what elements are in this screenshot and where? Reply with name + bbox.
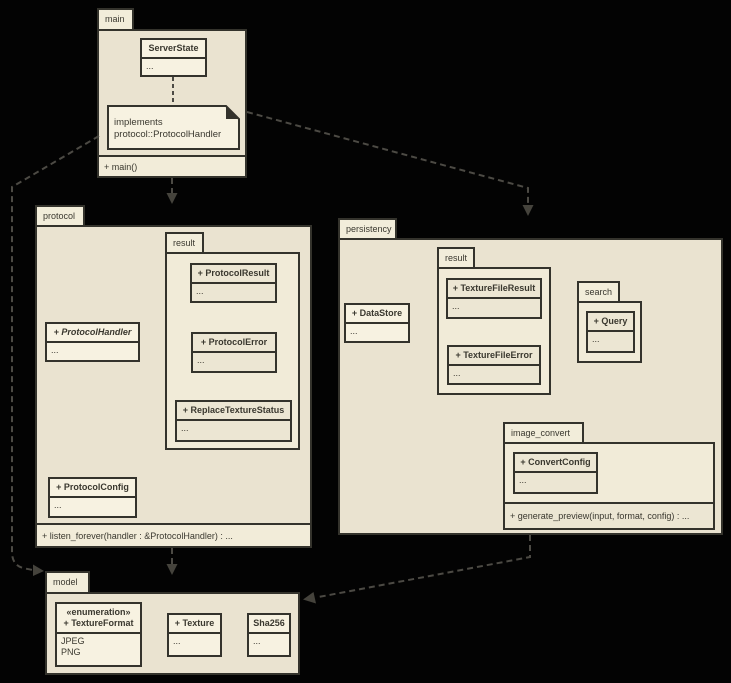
class-sha256-body: ... xyxy=(253,636,261,646)
package-image-convert-label: image_convert xyxy=(511,428,571,438)
class-replacetexturestatus-title: + ReplaceTextureStatus xyxy=(177,402,290,421)
class-texturefileresult-title: + TextureFileResult xyxy=(448,280,540,299)
class-query-body: ... xyxy=(592,334,600,344)
class-sha256-title: Sha256 xyxy=(249,615,289,634)
arrowhead-protocol-to-model-icon xyxy=(166,564,178,575)
class-textureformat-body: JPEG PNG xyxy=(57,634,140,665)
package-persistency-result-label: result xyxy=(445,253,468,263)
class-protocolerror: + ProtocolError ... xyxy=(191,332,277,373)
note-shape-icon xyxy=(107,105,240,150)
class-texture: + Texture ... xyxy=(167,613,222,657)
arrowhead-main-to-protocol-icon xyxy=(166,193,178,204)
enum-value-jpeg: JPEG xyxy=(61,636,85,646)
class-query-title: + Query xyxy=(588,313,633,332)
class-datastore-title: + DataStore xyxy=(346,305,408,324)
class-protocolconfig-title: + ProtocolConfig xyxy=(50,479,135,498)
arrow-main-to-persistency xyxy=(246,111,529,205)
class-texture-title: + Texture xyxy=(169,615,220,634)
class-serverstate-title: ServerState xyxy=(142,40,205,59)
class-texturefileerror: + TextureFileError ... xyxy=(447,345,541,385)
package-image-convert-tab: image_convert xyxy=(503,422,584,444)
class-texturefileerror-body: ... xyxy=(453,368,461,378)
class-textureformat-name: + TextureFormat xyxy=(63,618,134,628)
class-query: + Query ... xyxy=(586,311,635,353)
class-sha256: Sha256 ... xyxy=(247,613,291,657)
class-protocolresult: + ProtocolResult ... xyxy=(190,263,277,303)
class-replacetexturestatus: + ReplaceTextureStatus ... xyxy=(175,400,292,442)
class-protocolhandler-body: ... xyxy=(51,345,59,355)
package-protocol-result-label: result xyxy=(173,238,196,248)
class-texture-body: ... xyxy=(173,636,181,646)
package-search-label: search xyxy=(585,287,613,297)
class-protocolresult-body: ... xyxy=(196,286,204,296)
note-line-2: protocol::ProtocolHandler xyxy=(114,129,222,140)
enum-value-png: PNG xyxy=(61,647,81,657)
class-serverstate-body: ... xyxy=(146,61,154,71)
package-protocol-label: protocol xyxy=(43,211,76,221)
package-model-tab: model xyxy=(45,571,90,594)
package-persistency-result-tab: result xyxy=(437,247,475,269)
class-convertconfig: + ConvertConfig ... xyxy=(513,452,598,494)
package-image-convert-operations: + generate_preview(input, format, config… xyxy=(505,502,713,528)
class-protocolresult-title: + ProtocolResult xyxy=(192,265,275,284)
package-protocol-result-tab: result xyxy=(165,232,204,254)
class-protocolerror-body: ... xyxy=(197,355,205,365)
class-protocolconfig: + ProtocolConfig ... xyxy=(48,477,137,518)
package-model-label: model xyxy=(53,577,78,587)
class-convertconfig-title: + ConvertConfig xyxy=(515,454,596,473)
package-protocol-operations: + listen_forever(handler : &ProtocolHand… xyxy=(37,523,310,546)
package-protocol-tab: protocol xyxy=(35,205,85,227)
class-protocolconfig-body: ... xyxy=(54,500,62,510)
class-replacetexturestatus-body: ... xyxy=(181,423,189,433)
class-datastore-body: ... xyxy=(350,326,358,336)
package-persistency-label: persistency xyxy=(346,224,392,234)
class-protocolerror-title: + ProtocolError xyxy=(193,334,275,353)
class-protocolhandler: + ProtocolHandler ... xyxy=(45,322,140,362)
class-texturefileresult-body: ... xyxy=(452,301,460,311)
class-convertconfig-body: ... xyxy=(519,475,527,485)
class-serverstate: ServerState ... xyxy=(140,38,207,77)
package-main-tab: main xyxy=(97,8,134,31)
package-main-operations: + main() xyxy=(99,155,245,176)
class-textureformat-title: «enumeration» + TextureFormat xyxy=(57,604,140,634)
class-textureformat: «enumeration» + TextureFormat JPEG PNG xyxy=(55,602,142,667)
package-search-tab: search xyxy=(577,281,620,303)
package-persistency-tab: persistency xyxy=(338,218,397,240)
package-main-label: main xyxy=(105,14,125,24)
class-protocolhandler-title: + ProtocolHandler xyxy=(47,324,138,343)
class-texturefileerror-title: + TextureFileError xyxy=(449,347,539,366)
implements-note: implements protocol::ProtocolHandler xyxy=(107,105,240,150)
note-line-1: implements xyxy=(114,117,163,128)
arrow-persistency-to-model xyxy=(315,535,531,599)
class-datastore: + DataStore ... xyxy=(344,303,410,343)
arrowhead-persistency-to-model-icon xyxy=(303,592,316,604)
class-texturefileresult: + TextureFileResult ... xyxy=(446,278,542,319)
arrowhead-main-to-persistency-icon xyxy=(522,205,534,216)
arrowhead-main-to-model-icon xyxy=(33,564,44,576)
class-textureformat-stereotype: «enumeration» xyxy=(66,607,131,617)
